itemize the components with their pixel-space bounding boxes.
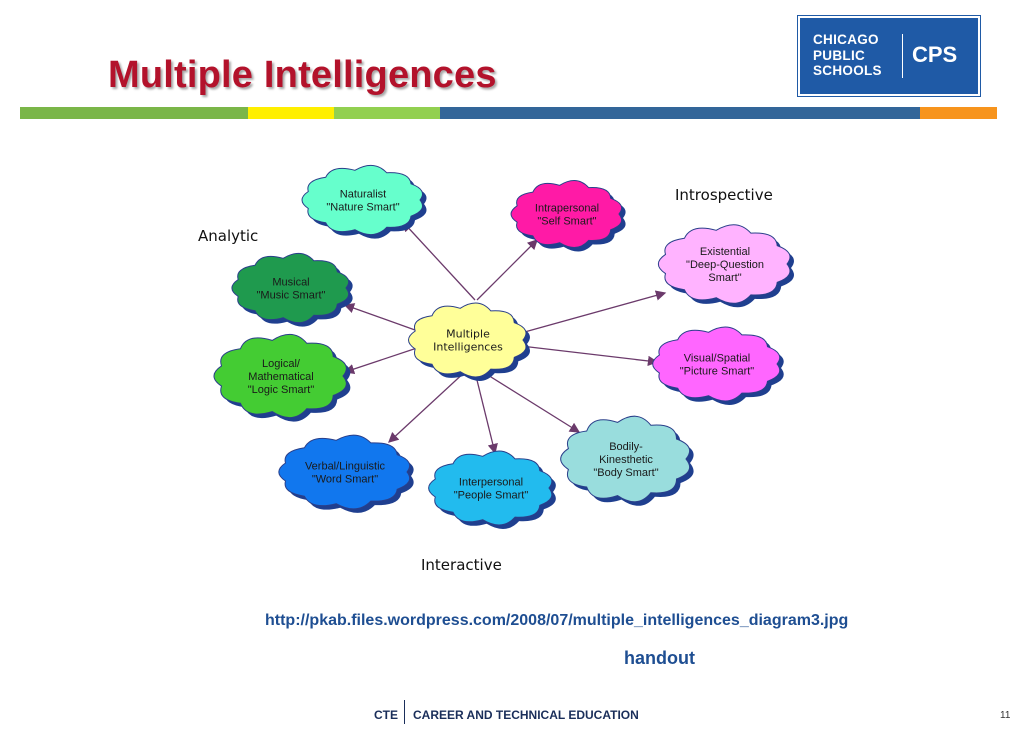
logo-divider	[902, 34, 903, 78]
category-label-introspective: Introspective	[675, 186, 773, 204]
slide-title: Multiple Intelligences	[108, 54, 497, 96]
connector-arrows	[343, 221, 667, 455]
cloud-naturalist-shape	[301, 164, 423, 236]
cloud-musical-shape	[231, 252, 350, 324]
cloud-verbal-text-line: "Word Smart"	[312, 474, 378, 486]
cps-logo: CHICAGO PUBLIC SCHOOLS CPS	[798, 16, 980, 96]
cloud-bodily: Bodily-Kinesthetic"Body Smart"	[560, 415, 694, 506]
cloud-intrapersonal-text-line: Intrapersonal	[535, 203, 599, 215]
cloud-visual: Visual/Spatial"Picture Smart"	[652, 326, 784, 405]
cloud-bodily-text-line: "Body Smart"	[593, 467, 658, 479]
category-label-interactive: Interactive	[421, 556, 502, 574]
arrow-to-logical	[343, 347, 418, 375]
cloud-musical-text-line: "Music Smart"	[257, 290, 326, 302]
source-url-link[interactable]: http://pkab.files.wordpress.com/2008/07/…	[265, 612, 849, 629]
logo-line-schools: SCHOOLS	[813, 63, 882, 78]
cloud-visual-text-line: "Picture Smart"	[680, 366, 755, 378]
footer-cte-full: CAREER AND TECHNICAL EDUCATION	[413, 708, 639, 723]
color-bar-segment-3	[334, 107, 440, 119]
cloud-interpersonal: Interpersonal"People Smart"	[428, 450, 556, 529]
cloud-naturalist-text-line: "Nature Smart"	[326, 202, 399, 214]
cloud-intrapersonal-shape	[510, 180, 623, 248]
category-label-analytic: Analytic	[198, 227, 258, 245]
cloud-interpersonal-shape	[428, 450, 553, 526]
cloud-interpersonal-text-line: Interpersonal	[459, 477, 523, 489]
color-bar-segment-1	[20, 107, 248, 119]
logo-line-public: PUBLIC	[813, 47, 866, 63]
cloud-center-text-line: Multiple	[446, 328, 490, 341]
cloud-logical-shape	[213, 333, 347, 419]
cloud-existential-text-line: "Deep-Question	[686, 259, 764, 271]
cloud-center-shape	[408, 302, 527, 378]
cloud-logical-text-line: Mathematical	[248, 371, 313, 383]
cloud-existential-text-line: Smart"	[708, 272, 741, 284]
cloud-logical-text-line: "Logic Smart"	[248, 384, 315, 396]
intelligence-clouds: Naturalist"Nature Smart" Intrapersonal"Se…	[213, 164, 795, 529]
arrow-to-musical	[343, 303, 416, 331]
cloud-interpersonal-text-line: "People Smart"	[454, 490, 529, 502]
cloud-verbal: Verbal/Linguistic"Word Smart"	[278, 434, 414, 513]
logo-text: CHICAGO PUBLIC SCHOOLS	[813, 32, 882, 79]
cloud-intrapersonal: Intrapersonal"Self Smart"	[510, 180, 626, 252]
cloud-verbal-shape	[278, 434, 411, 510]
color-bar-segment-5	[920, 107, 997, 119]
arrow-to-interpersonal	[474, 371, 498, 455]
cloud-logical-text-line: Logical/	[262, 358, 301, 370]
cloud-verbal-text-line: Verbal/Linguistic	[305, 461, 386, 473]
cloud-visual-text-line: Visual/Spatial	[684, 353, 750, 365]
cloud-intrapersonal-text-line: "Self Smart"	[537, 216, 596, 228]
arrow-to-intrapersonal	[476, 239, 538, 301]
cloud-existential-text-line: Existential	[700, 246, 750, 258]
logo-line-chicago: CHICAGO	[813, 32, 879, 47]
cloud-visual-shape	[652, 326, 781, 402]
footer-divider	[404, 700, 405, 724]
cloud-musical-text-line: Musical	[272, 277, 309, 289]
cloud-existential-shape	[657, 224, 791, 304]
arrow-to-verbal	[388, 369, 468, 443]
color-bar-segment-2	[248, 107, 334, 119]
cloud-musical: Musical"Music Smart"	[231, 252, 353, 327]
cloud-logical: Logical/Mathematical"Logic Smart"	[213, 333, 351, 422]
footer-cte: CTE	[374, 708, 398, 723]
arrow-to-visual	[520, 345, 659, 367]
cloud-bodily-text-line: Bodily-	[609, 441, 643, 453]
color-bar-segment-4	[440, 107, 920, 119]
footer: CTE CAREER AND TECHNICAL EDUCATION	[374, 700, 639, 728]
arrow-to-naturalist	[402, 221, 476, 301]
logo-abbrev: CPS	[912, 42, 958, 67]
cloud-naturalist-text-line: Naturalist	[340, 189, 386, 201]
cloud-bodily-shape	[560, 415, 691, 503]
handout-label: handout	[624, 648, 695, 668]
multiple-intelligences-diagram: Naturalist"Nature Smart" Intrapersonal"Se…	[198, 164, 795, 574]
cloud-naturalist: Naturalist"Nature Smart"	[301, 164, 427, 239]
cloud-center-text-line: Intelligences	[433, 341, 503, 354]
page-number: 11	[1000, 710, 1011, 721]
cloud-bodily-text-line: Kinesthetic	[599, 454, 653, 466]
arrow-to-bodily	[482, 371, 581, 433]
arrow-to-existential	[520, 290, 667, 334]
